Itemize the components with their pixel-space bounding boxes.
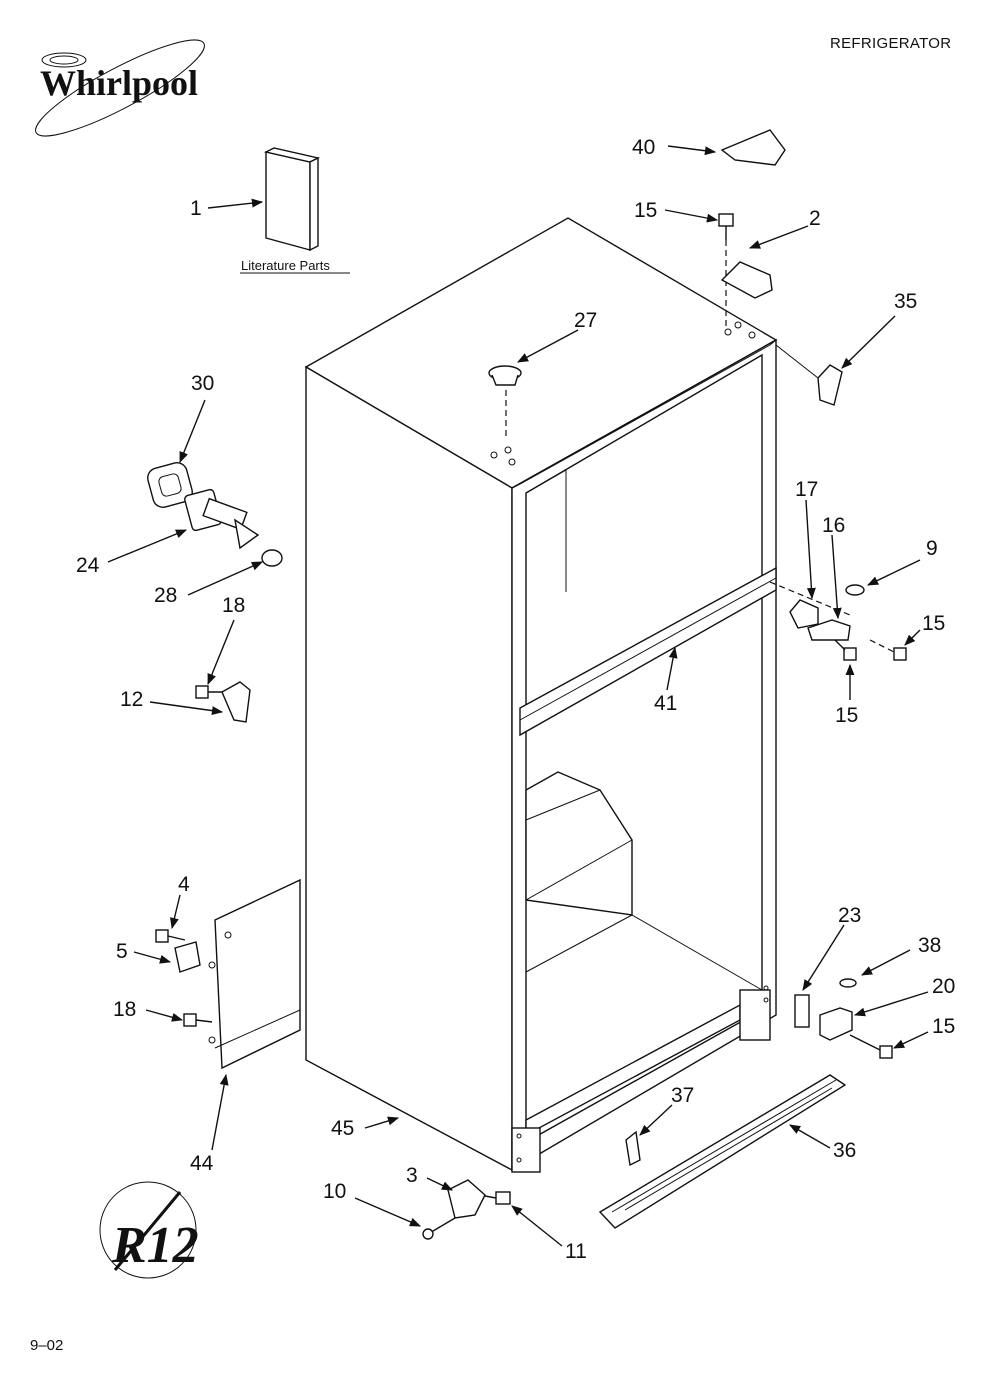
hinge-trim: [817, 364, 843, 406]
whirlpool-logo: Whirlpool: [35, 39, 205, 137]
label-18-lower: 18: [113, 998, 136, 1021]
page-title: REFRIGERATOR: [830, 35, 951, 52]
literature-caption: Literature Parts: [241, 258, 330, 273]
label-45: 45: [331, 1117, 354, 1140]
label-1: 1: [190, 197, 202, 220]
label-9: 9: [926, 537, 938, 560]
label-18-upper: 18: [222, 594, 245, 617]
top-hinge-screw: [718, 213, 734, 240]
label-23: 23: [838, 904, 861, 927]
shim-23: [794, 994, 810, 1028]
trim-ring: [147, 462, 193, 508]
svg-text:R12: R12: [111, 1217, 199, 1274]
brand-name: Whirlpool: [40, 63, 198, 103]
top-hinge: [720, 261, 773, 299]
nut: [261, 549, 283, 567]
label-11: 11: [565, 1240, 587, 1263]
label-15-right: 15: [922, 612, 945, 635]
label-27: 27: [574, 309, 597, 332]
grille-clip: [625, 1130, 641, 1167]
label-35: 35: [894, 290, 917, 313]
label-37: 37: [671, 1084, 694, 1107]
label-12: 12: [120, 688, 143, 711]
hinge-bracket-17: [789, 599, 819, 629]
lower-hinge-20: [819, 1007, 853, 1041]
label-15-lower: 15: [835, 704, 858, 727]
screw-4: [155, 929, 186, 943]
label-15-top: 15: [634, 199, 657, 222]
label-17: 17: [795, 478, 818, 501]
washer-9: [845, 584, 865, 596]
screw-15-right: [869, 639, 907, 661]
hinge-pin-16: [807, 619, 851, 641]
label-20: 20: [932, 975, 955, 998]
no-r12-badge: R12: [99, 1181, 199, 1279]
shaft-assembly: [184, 488, 260, 550]
lower-hinge-plate: [214, 878, 301, 1070]
screw-15-bottom: [849, 1034, 893, 1059]
label-5: 5: [116, 940, 128, 963]
label-4: 4: [178, 873, 190, 896]
date-code: 9–02: [30, 1337, 63, 1354]
literature-parts-icon: [263, 147, 321, 252]
plug-button: [488, 365, 522, 386]
refrigerator-cabinet: [304, 217, 778, 1173]
label-15-bottom: 15: [932, 1015, 955, 1038]
leveling-bracket: [447, 1179, 486, 1219]
part-labels: 1 2 3 4 5 9 10 11 12 15 15 15 15 16 17 1…: [76, 136, 955, 1263]
label-24: 24: [76, 554, 100, 577]
label-28: 28: [154, 584, 177, 607]
screw-18-lower: [183, 1013, 213, 1027]
washer-38: [839, 978, 857, 988]
label-3: 3: [406, 1164, 418, 1187]
label-38: 38: [918, 934, 941, 957]
leader-lines: [107, 145, 929, 1247]
roller-11: [484, 1191, 511, 1205]
label-44: 44: [190, 1152, 214, 1175]
spacer-5: [174, 941, 201, 973]
toe-grille: [598, 1074, 847, 1229]
screw-15-lower: [834, 639, 857, 661]
label-10: 10: [323, 1180, 346, 1203]
label-36: 36: [833, 1139, 856, 1162]
door-stop-bracket: [221, 681, 251, 723]
hinge-cover: [720, 129, 786, 166]
label-40: 40: [632, 136, 655, 159]
label-30: 30: [191, 372, 214, 395]
screw-18-upper: [195, 685, 225, 699]
label-2: 2: [809, 207, 821, 230]
label-16: 16: [822, 514, 845, 537]
label-41: 41: [654, 692, 677, 715]
